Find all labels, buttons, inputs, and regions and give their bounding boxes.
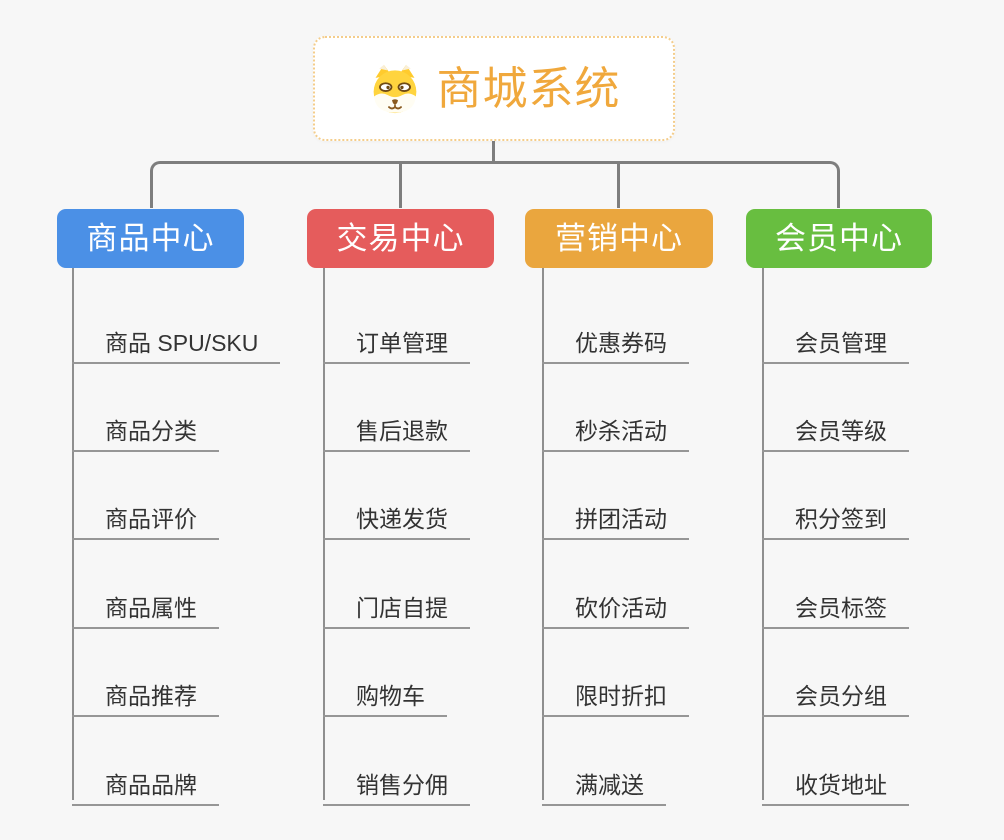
subtopic-label: 快递发货	[356, 505, 448, 532]
connector-spine-member	[762, 268, 764, 800]
subtopic-label: 会员分组	[795, 682, 887, 709]
root-title: 商城系统	[436, 63, 621, 114]
root-topic[interactable]: 商城系统	[313, 36, 675, 141]
subtopic-label: 商品评价	[105, 505, 197, 532]
branch-topic-marketing-center[interactable]: 营销中心	[525, 209, 713, 268]
connector-bus	[150, 161, 840, 208]
subtopic[interactable]: 售后退款	[323, 406, 470, 452]
subtopic[interactable]: 门店自提	[323, 583, 470, 629]
subtopic-label: 积分签到	[795, 505, 887, 532]
branch-topic-product-center[interactable]: 商品中心	[57, 209, 244, 268]
subtopic[interactable]: 订单管理	[323, 318, 470, 364]
branch-topic-member-center[interactable]: 会员中心	[746, 209, 932, 268]
subtopic-label: 售后退款	[356, 417, 448, 444]
subtopic-label: 商品属性	[105, 594, 197, 621]
subtopic-label: 门店自提	[356, 594, 448, 621]
subtopic-label: 商品分类	[105, 417, 197, 444]
subtopic-label: 商品品牌	[105, 771, 197, 798]
subtopic[interactable]: 收货地址	[762, 760, 909, 806]
subtopic[interactable]: 商品分类	[72, 406, 219, 452]
subtopic[interactable]: 销售分佣	[323, 760, 470, 806]
subtopic[interactable]: 会员分组	[762, 671, 909, 717]
subtopic-label: 会员管理	[795, 329, 887, 356]
subtopic[interactable]: 砍价活动	[542, 583, 689, 629]
connector-drop-trade	[399, 163, 402, 208]
branch-label: 会员中心	[775, 221, 903, 256]
subtopic-label: 秒杀活动	[575, 417, 667, 444]
subtopic[interactable]: 会员标签	[762, 583, 909, 629]
subtopic-label: 限时折扣	[575, 682, 667, 709]
dog-face-icon	[374, 64, 417, 113]
connector-drop-marketing	[617, 163, 620, 208]
subtopic-label: 销售分佣	[356, 771, 448, 798]
subtopic-label: 购物车	[356, 682, 425, 709]
branch-label: 营销中心	[555, 221, 683, 256]
subtopic-label: 商品 SPU/SKU	[105, 329, 259, 356]
branch-label: 商品中心	[86, 221, 215, 256]
subtopic-label: 商品推荐	[105, 682, 197, 709]
subtopic[interactable]: 商品推荐	[72, 671, 219, 717]
subtopic-label: 拼团活动	[575, 505, 667, 532]
subtopic-label: 优惠券码	[575, 329, 667, 356]
subtopic[interactable]: 会员管理	[762, 318, 909, 364]
connector-spine-marketing	[542, 268, 544, 800]
subtopic[interactable]: 秒杀活动	[542, 406, 689, 452]
branch-topic-trade-center[interactable]: 交易中心	[307, 209, 494, 268]
subtopic[interactable]: 商品品牌	[72, 760, 219, 806]
subtopic-label: 收货地址	[795, 771, 887, 798]
subtopic[interactable]: 商品 SPU/SKU	[72, 318, 281, 364]
subtopic-label: 会员标签	[795, 594, 887, 621]
connector-root-stem	[492, 140, 495, 164]
subtopic-label: 砍价活动	[575, 594, 667, 621]
subtopic-label: 订单管理	[356, 329, 448, 356]
subtopic[interactable]: 快递发货	[323, 494, 470, 540]
connector-spine-trade	[323, 268, 325, 800]
subtopic[interactable]: 购物车	[323, 671, 447, 717]
subtopic[interactable]: 商品评价	[72, 494, 219, 540]
subtopic[interactable]: 积分签到	[762, 494, 909, 540]
subtopic[interactable]: 限时折扣	[542, 671, 689, 717]
connector-spine-product	[72, 268, 74, 800]
subtopic-label: 会员等级	[795, 417, 887, 444]
subtopic-label: 满减送	[575, 771, 644, 798]
subtopic[interactable]: 会员等级	[762, 406, 909, 452]
subtopic[interactable]: 优惠券码	[542, 318, 689, 364]
branch-label: 交易中心	[336, 221, 465, 256]
subtopic[interactable]: 满减送	[542, 760, 666, 806]
subtopic[interactable]: 拼团活动	[542, 494, 689, 540]
subtopic[interactable]: 商品属性	[72, 583, 219, 629]
